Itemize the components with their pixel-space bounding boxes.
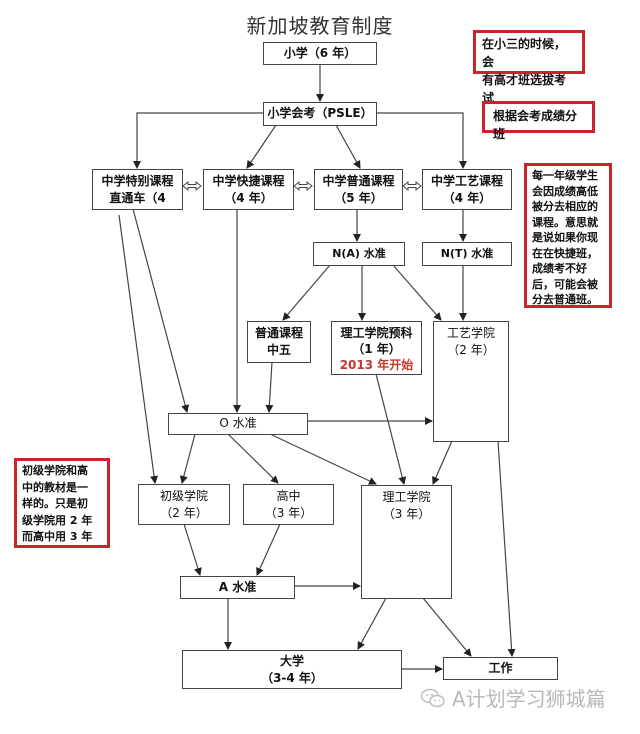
note-line: 每一年级学生 (532, 169, 598, 182)
note-line: 会因成绩高低 (532, 184, 598, 198)
note-line: 样的。只是初 (22, 497, 88, 510)
double-arrow-normal-technical (402, 180, 422, 192)
arrow-psle-technical (377, 112, 467, 169)
note-line: 根据会考成绩分班 (493, 109, 578, 141)
node-label: 初级学院 (159, 489, 208, 503)
node-label: （4 年） (224, 191, 273, 205)
node-label: （2 年） (160, 506, 208, 520)
arrow-o-poly (269, 433, 377, 485)
arrow-o-jc (179, 433, 196, 484)
arrow-o-hs (227, 433, 279, 484)
note-line: 在在快捷班， (532, 246, 598, 260)
node-label: 中学工艺课程 (430, 174, 503, 188)
node-label: （3-4 年） (261, 671, 323, 685)
note-line: 初级学院和高 (22, 464, 88, 477)
node-label: 小学（6 年） (283, 46, 357, 60)
node-label: 中学快捷课程 (212, 174, 285, 188)
node-high-school: 高中 （3 年） (243, 484, 334, 525)
note-gifted-selection: 在小三的时候，会 有高才班选拔考试 (473, 30, 585, 105)
node-label: 中学特别课程 (101, 174, 174, 188)
node-technical-course: 中学工艺课程 （4 年） (422, 169, 512, 210)
arrow-psle-ip (133, 112, 263, 169)
start-year-note: 2013 年开始 (339, 358, 414, 372)
node-label: O 水准 (219, 416, 257, 430)
node-label: （3 年） (382, 507, 431, 521)
node-label: 中学普通课程 (322, 174, 395, 188)
node-label: 直通车（4 (109, 191, 166, 205)
node-label: （3 年） (264, 506, 313, 520)
watermark: A计划学习狮城篇 (420, 683, 606, 712)
node-label: A 水准 (218, 580, 257, 594)
note-jc-vs-highschool: 初级学院和高 中的教材是一 样的。只是初 级学院用 2 年 而高中用 3 年 (14, 458, 110, 548)
node-polytechnic: 理工学院 （3 年） (361, 485, 452, 599)
node-label: （1 年） (352, 342, 401, 356)
node-integrated-programme: 中学特别课程 直通车（4 (92, 169, 183, 210)
node-normal-course: 中学普通课程 （5 年） (314, 169, 403, 210)
node-label: （5 年） (334, 191, 383, 205)
node-label: 高中 (276, 489, 301, 503)
note-line: 而高中用 3 年 (22, 530, 93, 543)
node-label: 理工学院 (382, 490, 431, 504)
arrow-na-ite (392, 264, 442, 321)
note-line: 成绩考不好 (532, 262, 587, 275)
note-line: 被分去相应的 (532, 200, 598, 213)
node-label: 工艺学院 (446, 326, 495, 340)
arrow-psle-normal (335, 124, 361, 169)
node-label: （2 年） (447, 343, 495, 357)
node-label: 理工学院预科 (340, 326, 413, 340)
node-label: 工作 (488, 661, 513, 675)
node-primary-school: 小学（6 年） (263, 42, 377, 65)
arrow-poly-work (422, 597, 472, 657)
node-label: N(A) 水准 (332, 247, 386, 260)
diagram-title: 新加坡教育制度 (246, 14, 394, 38)
node-label: 小学会考（PSLE） (267, 106, 373, 120)
watermark-text: A计划学习狮城篇 (452, 687, 606, 711)
node-ite: 工艺学院 （2 年） (433, 321, 509, 442)
node-label: 中五 (266, 343, 291, 357)
arrow-ip-jc (118, 214, 159, 484)
arrow-ite-work (497, 440, 516, 657)
node-normal-sec5: 普通课程 中五 (247, 321, 311, 363)
node-a-level: A 水准 (180, 576, 295, 599)
note-yearly-restreaming: 每一年级学生 会因成绩高低 被分去相应的 课程。意思就 是说如果你现 在在快捷班… (524, 163, 612, 308)
node-work: 工作 (443, 657, 558, 680)
double-arrows (182, 180, 422, 192)
arrow-sec5-o (265, 361, 274, 413)
double-arrow-ip-express (182, 180, 202, 192)
node-psle: 小学会考（PSLE） (263, 102, 377, 126)
node-express-course: 中学快捷课程 （4 年） (203, 169, 294, 210)
arrow-psle-express (246, 124, 277, 169)
arrow-na-sec5 (282, 264, 331, 321)
node-poly-foundation: 理工学院预科 （1 年） 2013 年开始 (331, 321, 422, 375)
note-streaming: 根据会考成绩分班 (482, 101, 595, 141)
arrow-jc-a (183, 523, 202, 576)
arrow-ite-poly (432, 440, 453, 485)
note-line: 是说如果你现 (532, 231, 598, 244)
wechat-icon (420, 688, 445, 707)
node-junior-college: 初级学院 （2 年） (138, 484, 230, 525)
arrow-poly-uni (357, 597, 387, 650)
arrow-polyfdn-poly (375, 373, 407, 485)
arrow-hs-a (256, 523, 281, 576)
node-nt-level: N(T) 水准 (422, 242, 512, 266)
arrow-ip-o (132, 208, 190, 413)
node-university: 大学 （3-4 年） (182, 650, 402, 689)
double-arrow-express-normal (293, 180, 313, 192)
node-label: 普通课程 (254, 326, 303, 340)
node-label: 大学 (279, 654, 304, 668)
note-line: 课程。意思就 (532, 215, 598, 229)
note-line: 级学院用 2 年 (22, 513, 93, 527)
node-na-level: N(A) 水准 (313, 242, 405, 266)
note-line: 在小三的时候，会 (482, 37, 567, 69)
note-line: 后，可能会被 (532, 277, 598, 291)
note-line: 中的教材是一 (22, 480, 88, 494)
note-line: 分去普通班。 (532, 293, 598, 306)
node-label: （4 年） (442, 191, 492, 205)
node-o-level: O 水准 (168, 413, 308, 435)
node-label: N(T) 水准 (440, 247, 494, 260)
